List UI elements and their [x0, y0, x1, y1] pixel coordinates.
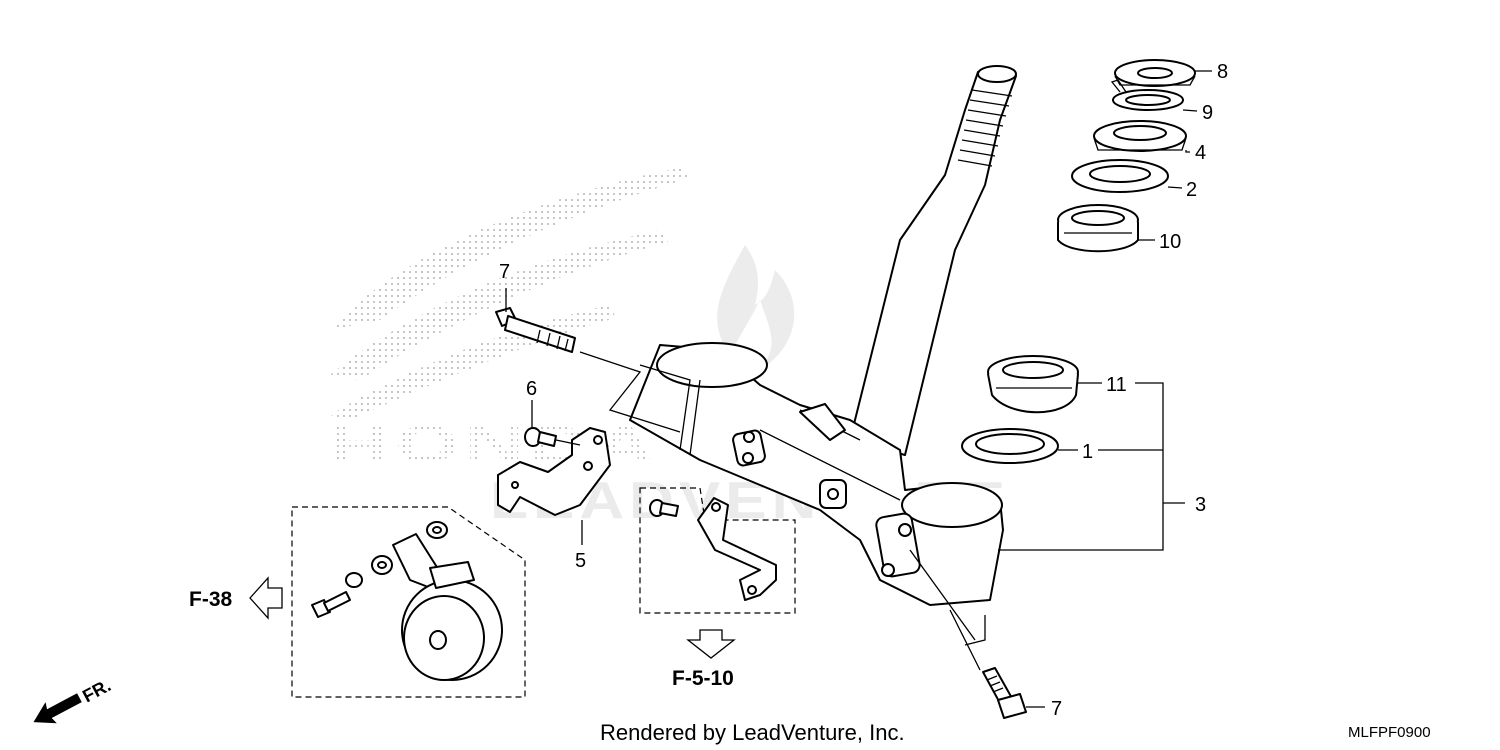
callout-labels: 8 9 4 2 10 11 1 3 7 6 5 7 [499, 61, 1228, 720]
stem-nut [1093, 120, 1187, 152]
ref-f38-label: F-38 [189, 588, 233, 611]
callout-2: 2 [1186, 179, 1197, 201]
dust-seal [1071, 159, 1169, 193]
secondary-bracket [649, 497, 777, 601]
upper-bearing [1057, 204, 1139, 253]
callout-3: 3 [1195, 494, 1206, 516]
callout-7-bottom: 7 [1051, 698, 1062, 720]
lock-washer [1110, 79, 1184, 111]
credit-text: Rendered by LeadVenture, Inc. [600, 720, 905, 745]
pinch-bolt-top [495, 307, 576, 353]
callout-11: 11 [1106, 374, 1127, 396]
callout-7-top: 7 [499, 261, 510, 283]
ref-f5-10[interactable]: F-5-10 [672, 629, 736, 690]
horn-bracket [497, 427, 611, 516]
front-direction-label: FR. [79, 675, 114, 706]
callout-8: 8 [1217, 61, 1228, 83]
ref-f38[interactable]: F-38 [189, 576, 283, 620]
horn-assembly [311, 521, 503, 681]
arrow-down-icon [686, 629, 736, 659]
callout-6: 6 [526, 378, 537, 400]
arrow-left-icon [249, 576, 283, 620]
callout-1: 1 [1082, 441, 1093, 463]
front-direction: FR. [33, 675, 114, 724]
callout-5: 5 [575, 550, 586, 572]
bracket-group-outline [639, 487, 796, 614]
diagram-code: MLFPF0900 [1348, 724, 1431, 741]
upper-bearing-stack [1057, 59, 1196, 253]
pinch-bolt-bottom [982, 667, 1027, 719]
callout-10: 10 [1159, 231, 1181, 253]
bottom-bridge [629, 342, 1004, 606]
lower-race [961, 428, 1059, 464]
steering-stem [849, 65, 1017, 456]
lock-nut [1114, 59, 1196, 87]
lower-bearing [987, 355, 1079, 414]
callout-4: 4 [1195, 142, 1206, 164]
bracket-bolt [524, 427, 557, 447]
leader-lines [505, 70, 1212, 708]
horn-group-outline [291, 506, 526, 698]
callout-9: 9 [1202, 102, 1213, 124]
ref-f5-10-label: F-5-10 [672, 667, 734, 690]
front-arrow-icon [33, 693, 82, 724]
